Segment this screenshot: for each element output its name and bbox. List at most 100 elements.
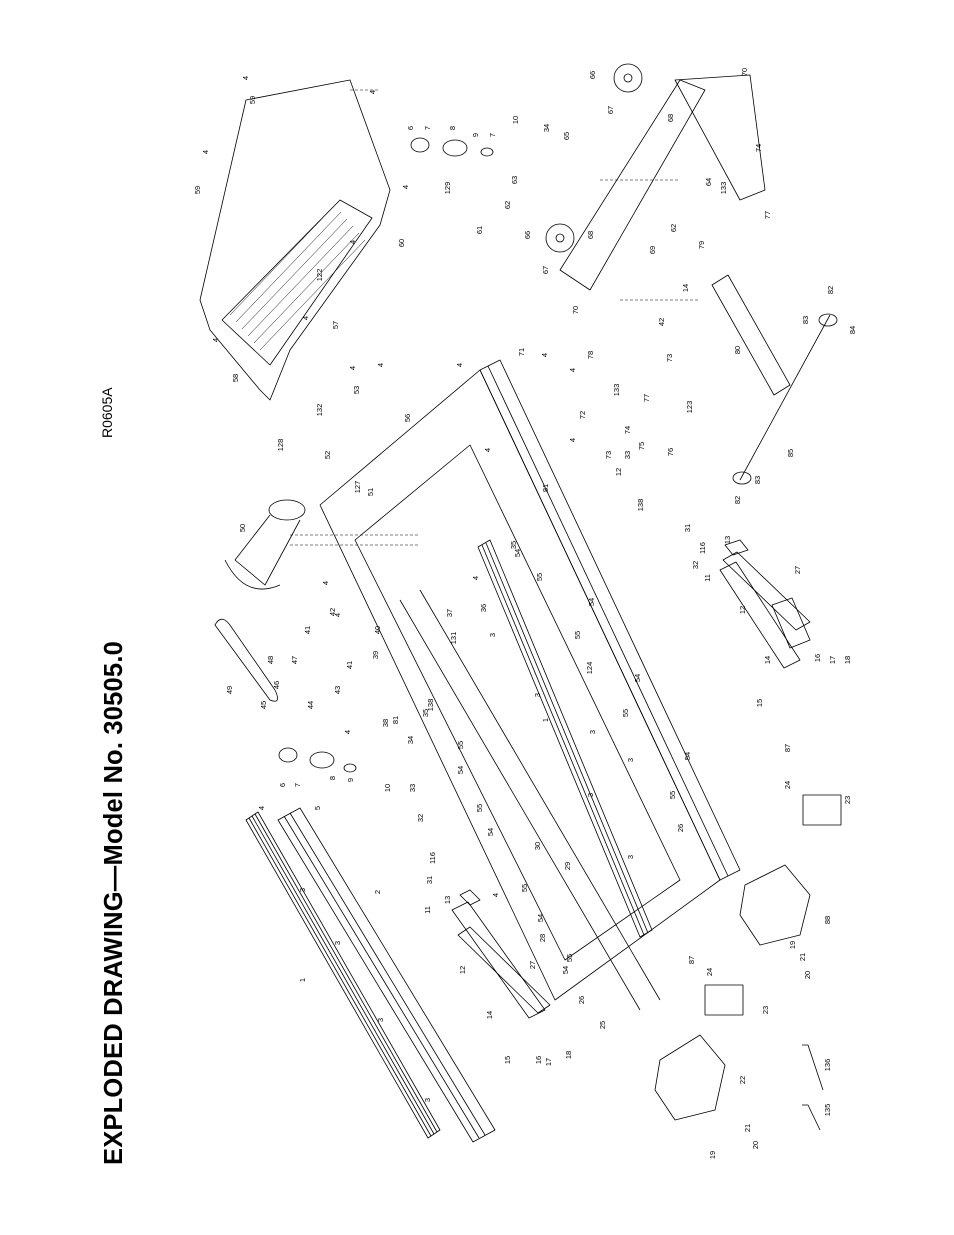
callout-14: 14	[485, 1011, 494, 1019]
callout-14: 14	[763, 656, 772, 664]
callout-42: 42	[657, 318, 666, 326]
callout-58: 58	[231, 374, 240, 382]
end-cap-right	[739, 864, 811, 946]
callout-55: 55	[520, 884, 529, 892]
callout-47: 47	[290, 656, 299, 664]
callout-42: 42	[328, 608, 337, 616]
callout-4: 4	[540, 353, 549, 357]
callout-131: 131	[449, 632, 458, 645]
foot-right	[802, 794, 842, 826]
callout-116: 116	[698, 542, 707, 554]
callout-50: 50	[238, 524, 247, 532]
callout-4: 4	[201, 150, 210, 154]
callout-62: 62	[669, 224, 678, 232]
callout-3: 3	[533, 693, 542, 697]
callout-82: 82	[826, 286, 835, 294]
callout-19: 19	[788, 941, 797, 949]
callout-66: 66	[588, 71, 597, 79]
callout-4: 4	[348, 240, 357, 244]
callout-3: 3	[423, 1098, 432, 1102]
callout-16: 16	[813, 654, 822, 662]
upright-right	[722, 539, 811, 631]
callout-74: 74	[754, 144, 763, 152]
callout-7: 7	[488, 133, 497, 137]
callout-53: 53	[352, 386, 361, 394]
assembly-lines	[290, 89, 700, 546]
callout-40: 40	[373, 626, 382, 634]
callout-68: 68	[666, 114, 675, 122]
callout-74: 74	[623, 426, 632, 434]
callout-73: 73	[604, 451, 613, 459]
callout-3: 3	[488, 633, 497, 637]
callout-51: 51	[366, 488, 375, 496]
callout-17: 17	[828, 656, 837, 664]
callout-65: 65	[562, 132, 571, 140]
callout-138: 138	[426, 699, 435, 712]
side-rail-right	[479, 359, 741, 881]
callout-27: 27	[528, 961, 537, 969]
callout-28: 28	[538, 934, 547, 942]
callout-79: 79	[697, 241, 706, 249]
callout-20: 20	[751, 1141, 760, 1149]
callout-59: 59	[248, 96, 257, 104]
walking-belt-slat-center	[477, 539, 653, 938]
rear-roller-right	[410, 137, 494, 157]
callout-4: 4	[568, 368, 577, 372]
pulley-mid	[545, 223, 575, 253]
callout-52: 52	[323, 451, 332, 459]
callout-138: 138	[636, 499, 645, 512]
callout-25: 25	[598, 1021, 607, 1029]
callout-23: 23	[843, 796, 852, 804]
callout-4: 4	[471, 576, 480, 580]
callout-49: 49	[225, 686, 234, 694]
callout-63: 63	[510, 176, 519, 184]
callout-23: 23	[761, 1006, 770, 1014]
callout-60: 60	[397, 239, 406, 247]
upright-left	[457, 889, 551, 1014]
callout-46: 46	[272, 681, 281, 689]
callout-26: 26	[676, 824, 685, 832]
callout-18: 18	[843, 656, 852, 664]
callout-37: 37	[445, 609, 454, 617]
callout-4: 4	[321, 581, 330, 585]
callout-20: 20	[803, 971, 812, 979]
callout-8: 8	[328, 776, 337, 780]
callout-76: 76	[666, 448, 675, 456]
callout-34: 34	[406, 736, 415, 744]
callout-4: 4	[257, 806, 266, 810]
callout-10: 10	[511, 116, 520, 124]
callout-57: 57	[331, 321, 340, 329]
callout-136: 136	[823, 1059, 832, 1072]
walking-belt-slat-left	[245, 811, 441, 1139]
callout-36: 36	[479, 604, 488, 612]
callout-82: 82	[733, 496, 742, 504]
callout-64: 64	[704, 178, 713, 186]
callout-83: 83	[753, 476, 762, 484]
callout-38: 38	[381, 719, 390, 727]
callout-83: 83	[801, 316, 810, 324]
console-housing	[199, 79, 391, 401]
callout-43: 43	[333, 686, 342, 694]
callout-129: 129	[443, 182, 452, 195]
callout-55: 55	[535, 573, 544, 581]
motor-cover	[224, 499, 306, 590]
callout-4: 4	[376, 363, 385, 367]
front-roller-left	[278, 747, 357, 773]
wheel-shaft	[732, 313, 838, 485]
callout-6: 6	[406, 126, 415, 130]
callout-3: 3	[376, 1018, 385, 1022]
callout-13: 13	[443, 896, 452, 904]
callout-122: 122	[315, 269, 324, 282]
treadmill-deck	[319, 369, 721, 1011]
callout-13: 13	[723, 536, 732, 544]
callout-4: 4	[211, 338, 220, 342]
callout-54: 54	[513, 549, 522, 557]
callout-15: 15	[755, 699, 764, 707]
end-cap-left	[654, 1034, 726, 1121]
callout-133: 133	[719, 182, 728, 195]
callout-3: 3	[626, 758, 635, 762]
callout-75: 75	[637, 442, 646, 450]
callout-21: 21	[798, 953, 807, 961]
callout-11: 11	[423, 906, 432, 914]
